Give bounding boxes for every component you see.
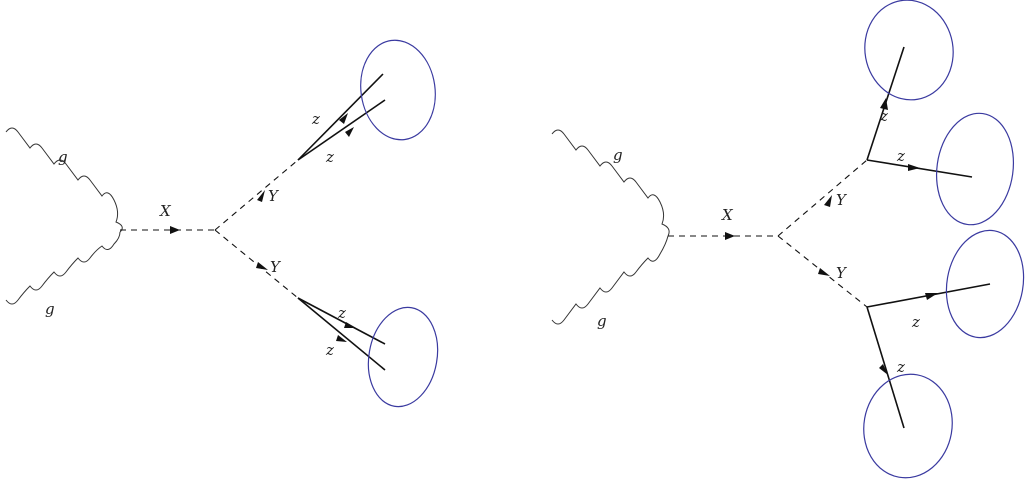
z-label-bottom-1: z (337, 304, 346, 322)
jet-ellipse-mid-top-right (935, 112, 1015, 226)
y-top-arrow-right (824, 195, 832, 207)
y-top-propagator-right (777, 159, 868, 237)
z-line-top-1 (297, 73, 384, 161)
gluon-bottom-line-right (551, 235, 669, 325)
gluon-bottom-label-right: g (597, 312, 607, 330)
z-arrow-mid-top-right (908, 164, 920, 171)
z-arrow-bottom-2 (336, 335, 347, 342)
z-line-bottom-2 (297, 297, 386, 371)
y-bottom-propagator (214, 229, 299, 299)
z-label-down-right: z (896, 358, 905, 376)
jet-ellipse-down-right (863, 373, 953, 479)
gluon-top-label: g (58, 148, 68, 166)
y-top-propagator (214, 159, 299, 231)
gluon-bottom-line (5, 231, 121, 305)
x-label-right: X (721, 206, 734, 224)
z-arrow-mid-bottom-right (925, 293, 938, 300)
y-bottom-arrow (256, 262, 268, 270)
gluon-top-label-right: g (613, 146, 623, 164)
z-label-mid-bottom-right: z (911, 313, 920, 331)
gluon-top-line (5, 127, 123, 233)
x-arrow-right (725, 232, 735, 240)
jet-ellipse-mid-bottom-right (945, 229, 1025, 339)
z-arrow-top-1 (339, 113, 348, 124)
y-top-label-right: Y (836, 191, 848, 209)
z-line-bottom-1 (297, 297, 386, 345)
z-label-up-right: z (879, 107, 888, 125)
z-arrow-down-right (879, 364, 888, 375)
y-bottom-arrow-right (818, 268, 830, 276)
z-line-mid-top-right (866, 159, 973, 178)
z-label-top-1: z (311, 110, 320, 128)
jet-ellipse-top (360, 39, 436, 141)
jet-ellipse-up-right (864, 0, 954, 101)
gluon-top-line-right (551, 129, 670, 237)
z-line-down-right (866, 306, 905, 429)
z-label-bottom-2: z (325, 341, 334, 359)
jet-ellipse-bottom (367, 306, 439, 408)
y-top-label: Y (268, 187, 280, 205)
x-label: X (159, 202, 172, 220)
gluon-bottom-label: g (45, 300, 55, 318)
z-label-top-2: z (325, 148, 334, 166)
z-line-top-2 (297, 99, 386, 161)
y-bottom-label-right: Y (836, 264, 848, 282)
z-label-mid-top-right: z (896, 147, 905, 165)
y-top-arrow (257, 190, 265, 202)
diagram-right: g g X Y Y z z z z (551, 0, 1025, 479)
z-arrow-up-right (880, 98, 888, 110)
z-arrow-bottom-1 (344, 322, 356, 328)
diagram-left: g g X Y Y z z z z (5, 39, 439, 408)
z-arrow-top-2 (345, 127, 354, 137)
x-arrow (170, 226, 180, 234)
y-bottom-label: Y (270, 258, 282, 276)
